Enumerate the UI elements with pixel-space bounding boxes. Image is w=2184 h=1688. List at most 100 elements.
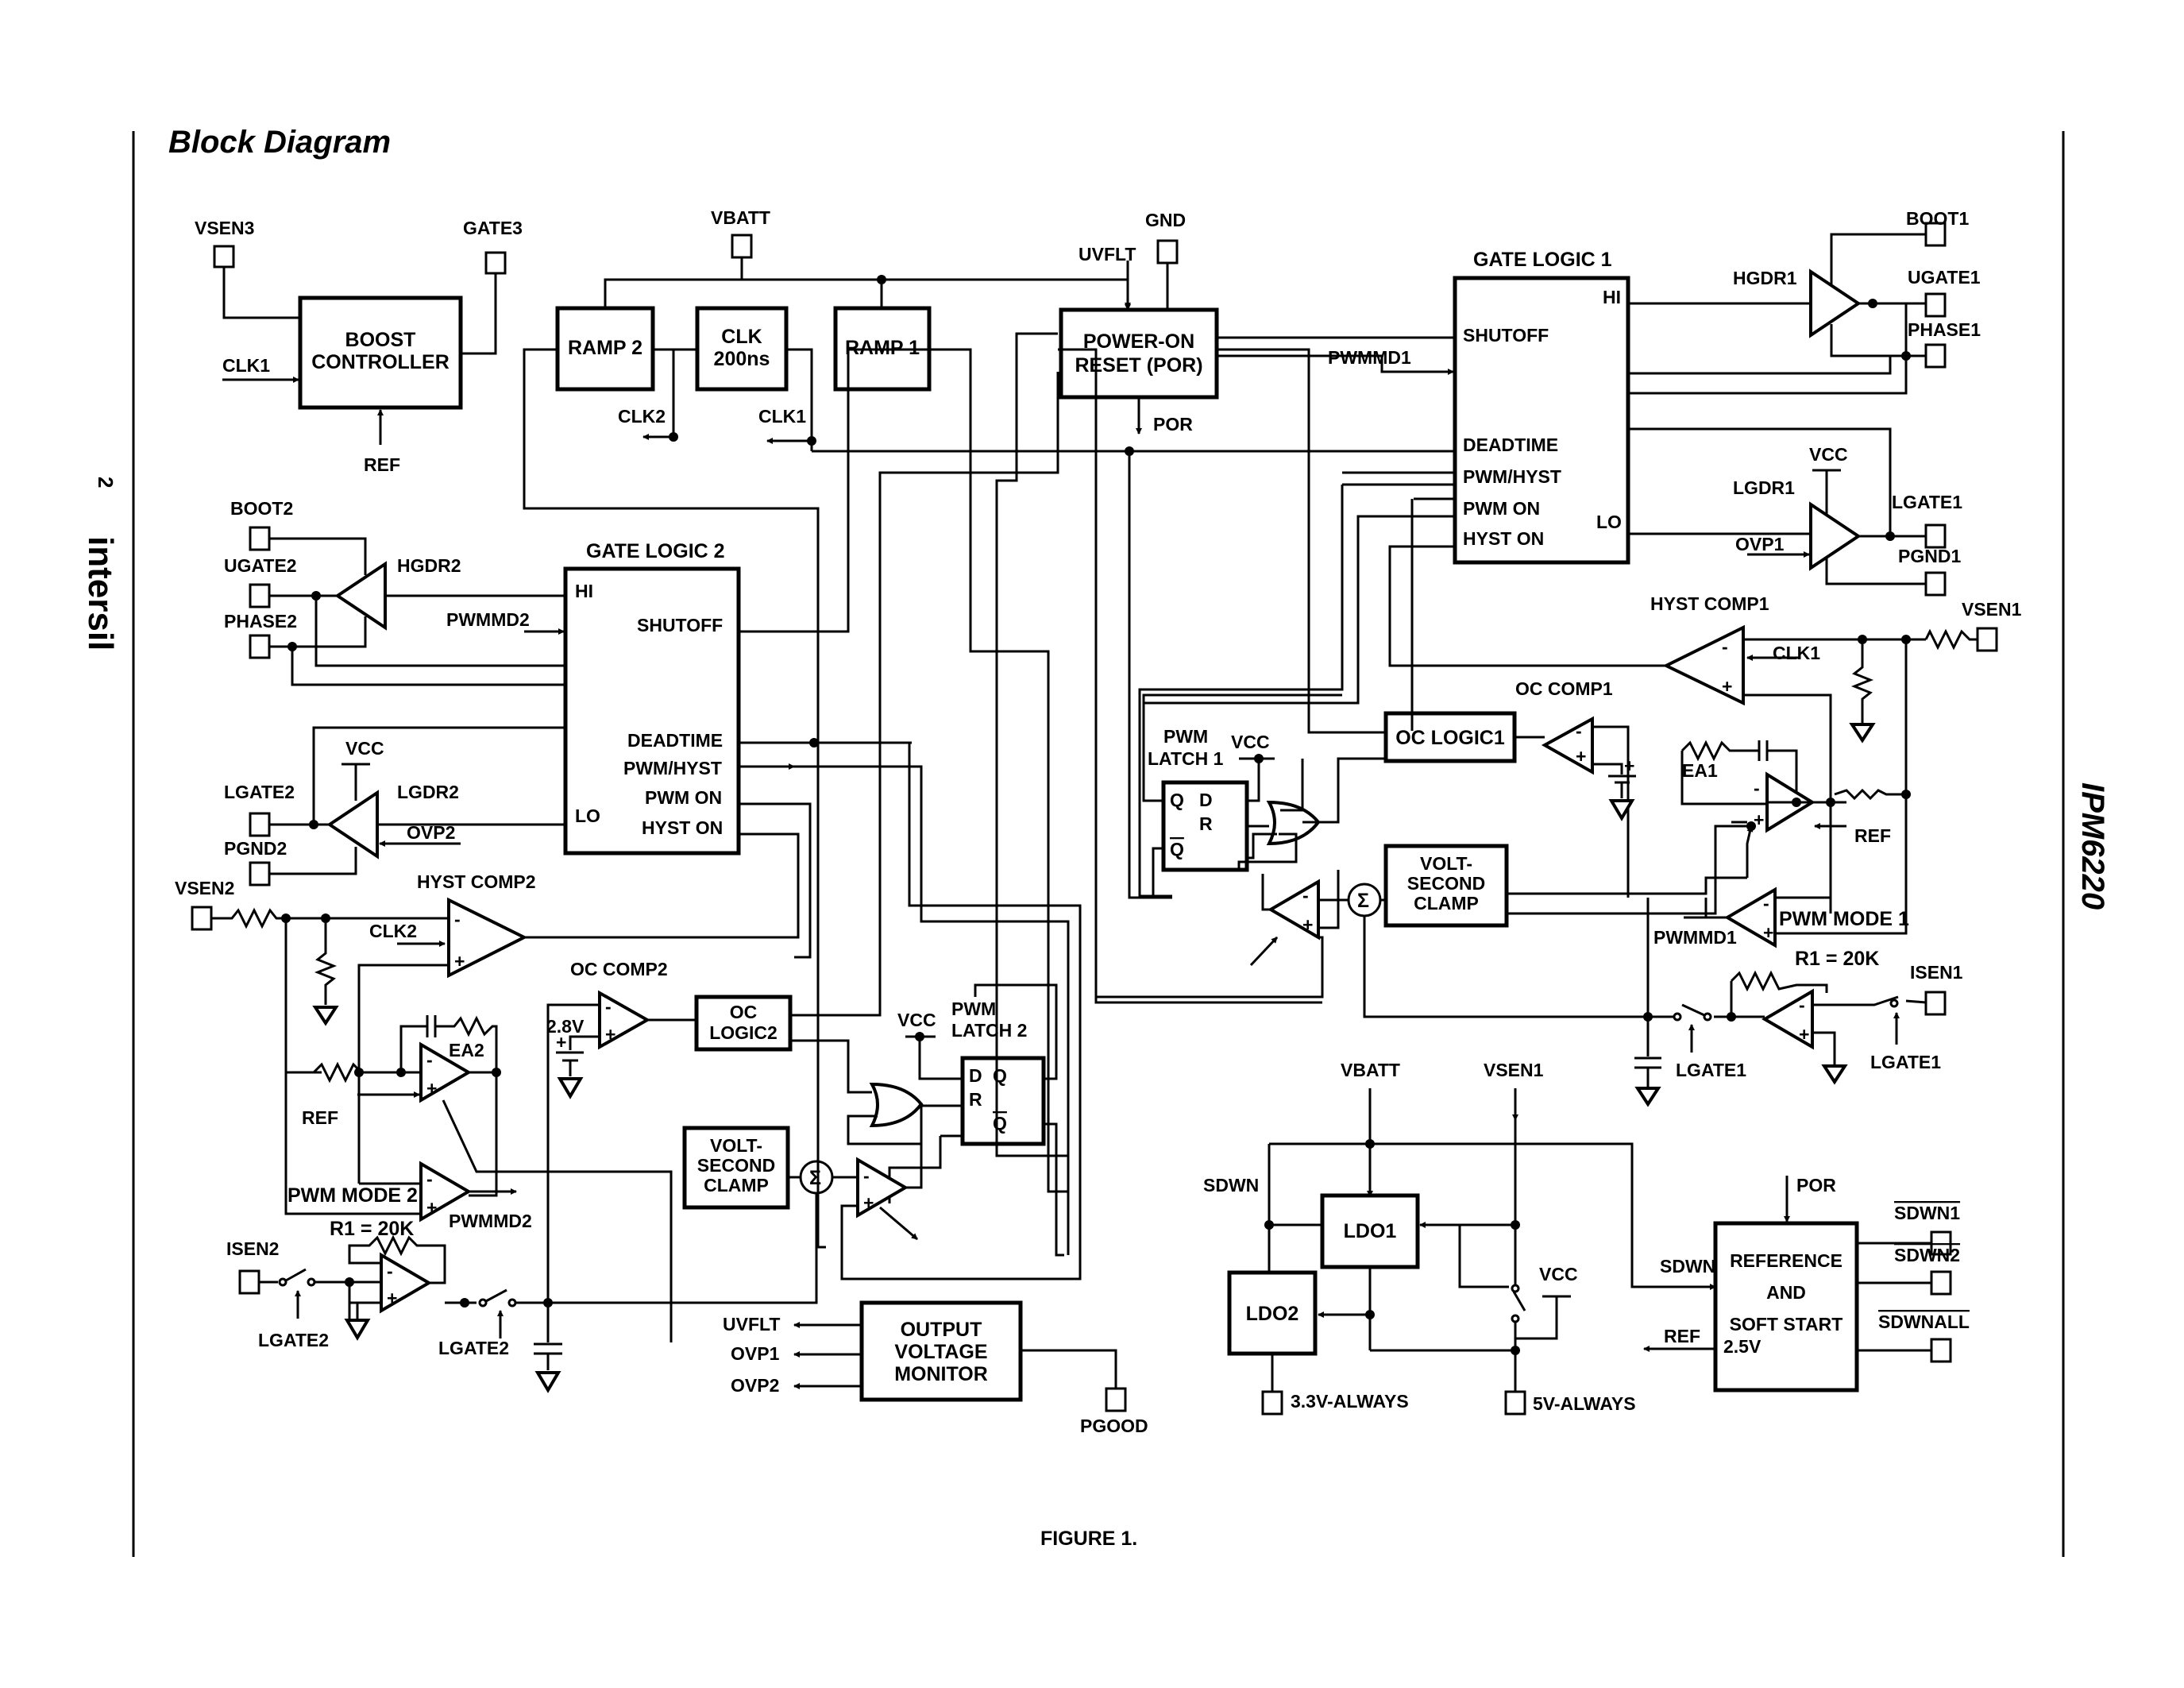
por-label-ref: POR (1796, 1175, 1836, 1196)
reference-soft-start: REFERENCE AND SOFT START 2.5V POR SDWN R… (1643, 1175, 1970, 1393)
sdwn-label-ldo: SDWN (1203, 1175, 1259, 1196)
channel2-control: VSEN2 HYST COMP2 - + CLK2 EA2 - + REF (175, 372, 1082, 1342)
vcc-ldo-label: VCC (1539, 1264, 1578, 1284)
isen1-amp-triangle (1761, 988, 1814, 1050)
phase1-pin (1924, 343, 1947, 369)
vsen2-label: VSEN2 (175, 878, 234, 898)
clk-label-2: 200ns (714, 348, 770, 370)
gl1-lo: LO (1596, 512, 1622, 532)
pwm-latch1-label-2: LATCH 1 (1148, 748, 1224, 769)
ref-label-ea2: REF (302, 1107, 338, 1128)
isen1-section: R1 = 20K - + ISEN1 LGATE1 LGATE1 (1634, 898, 1963, 1107)
clk2-label-hyst: CLK2 (369, 921, 417, 941)
pgnd1-pin (1924, 571, 1947, 597)
ea2-label: EA2 (449, 1040, 484, 1060)
oc-logic1-label: OC LOGIC1 (1395, 727, 1505, 749)
ramp-clock-section: VBATT RAMP 2 CLK 200ns RAMP 1 CLK2 CLK1 … (555, 207, 1219, 446)
boost-label-1: BOOST (345, 329, 416, 351)
clk-box (695, 306, 789, 392)
svg-text:+: + (1799, 1024, 1809, 1045)
vclamp2-2: SECOND (697, 1155, 775, 1176)
boot2-label: BOOT2 (230, 498, 293, 519)
pwm-latch2-label-2: LATCH 2 (951, 1020, 1027, 1041)
vclamp1-3: CLAMP (1414, 893, 1479, 914)
volt-clamp1-box (1383, 844, 1509, 928)
clk2-label-top: CLK2 (618, 406, 666, 427)
latch1-r: R (1199, 813, 1213, 834)
ea1-label: EA1 (1682, 760, 1718, 781)
or-gate-2 (869, 1082, 924, 1128)
sdwn1-label: SDWN1 (1894, 1203, 1960, 1223)
gate-logic-2: GATE LOGIC 2 HI SHUTOFF DEADTIME PWM/HYS… (446, 348, 929, 856)
lgate2-label: LGATE2 (224, 782, 295, 802)
sigma1-label: Σ (1357, 890, 1369, 912)
ugate2-pin (249, 583, 271, 608)
phase2-pin (249, 634, 271, 659)
oc-logic1-box (1383, 711, 1517, 763)
isen1-label: ISEN1 (1910, 962, 1963, 983)
hyst-comp2-triangle (447, 897, 528, 979)
vbatt-label-ldo: VBATT (1341, 1060, 1400, 1080)
boot1-pin (1924, 222, 1947, 247)
svg-text:+: + (605, 1024, 615, 1045)
svg-text:+: + (1624, 755, 1634, 776)
clk1-label-top: CLK1 (758, 406, 806, 427)
gl2-shutoff: SHUTOFF (637, 615, 723, 635)
pwm-latch1-label-1: PWM (1163, 726, 1208, 747)
output-voltage-monitor: OUTPUT VOLTAGE MONITOR UVFLT OVP1 OVP2 P… (723, 1300, 1148, 1436)
pwm-mode2-label: PWM MODE 2 (287, 1184, 418, 1207)
gl1-hi: HI (1603, 287, 1621, 307)
phase1-label: PHASE1 (1908, 319, 1981, 340)
clk1-label-hyst: CLK1 (1773, 643, 1820, 663)
boost-controller-box (298, 295, 463, 410)
hyst-comp1-label: HYST COMP1 (1650, 593, 1769, 614)
pwm-latch1-box (1161, 780, 1249, 872)
vsen3-label: VSEN3 (195, 218, 254, 238)
lgdr1-label: LGDR1 (1733, 477, 1795, 498)
r1-label-1: R1 = 20K (1795, 948, 1879, 970)
gate3-label: GATE3 (463, 218, 523, 238)
vsen3-pin (213, 245, 235, 268)
sdwnall-label: SDWNALL (1878, 1311, 1970, 1332)
boot1-label: BOOT1 (1906, 208, 1969, 229)
gl2-pwmon: PWM ON (645, 787, 722, 808)
svg-text:+: + (426, 1197, 437, 1218)
gate-logic2-title: GATE LOGIC 2 (586, 540, 725, 562)
v25-label: 2.5V (1723, 1336, 1761, 1357)
ovp2-label-om: OVP2 (731, 1375, 779, 1396)
phase2-label: PHASE2 (224, 611, 297, 632)
isen1-pin (1924, 991, 1947, 1016)
ovp1-label: OVP1 (1735, 534, 1785, 554)
por-box (1059, 307, 1219, 400)
boost-controller: VSEN3 GATE3 BOOST CONTROLLER CLK1 REF (195, 218, 523, 475)
lgdr1-driver: VCC LGDR1 OVP1 LGATE1 PGND1 (1628, 427, 1962, 597)
hgdr2-triangle (334, 561, 387, 631)
volt-clamp2-box (682, 1126, 790, 1210)
ramp2-label: RAMP 2 (568, 337, 642, 359)
oc-logic2-1: OC (730, 1002, 758, 1022)
vcc2-label: VCC (345, 738, 384, 759)
pwmmd1-label: PWMMD1 (1653, 927, 1737, 948)
ref-block-2: AND (1766, 1282, 1806, 1303)
svg-text:+: + (454, 951, 465, 971)
figure-caption: FIGURE 1. (1040, 1528, 1137, 1550)
sigma2-label: Σ (809, 1167, 821, 1189)
part-number: IPM6220 (2075, 782, 2110, 910)
gl2-lo: LO (575, 805, 600, 826)
v33-pin (1261, 1390, 1283, 1416)
pwmmd2-label: PWMMD2 (449, 1211, 532, 1231)
gate-logic1-title: GATE LOGIC 1 (1473, 249, 1612, 271)
uvflt-label-om: UVFLT (723, 1314, 780, 1335)
gate-logic2-box (563, 566, 741, 856)
svg-text:+: + (1302, 914, 1313, 935)
vclamp2-1: VOLT- (710, 1135, 762, 1156)
v28-label: 2.8V (546, 1016, 585, 1037)
svg-text:-: - (426, 1168, 433, 1189)
svg-text:-: - (454, 909, 461, 929)
svg-text:-: - (1576, 720, 1582, 741)
svg-text:-: - (863, 1165, 870, 1186)
pwm-mode2-triangle (419, 1161, 472, 1223)
gl1-hyston: HYST ON (1463, 528, 1544, 549)
ugate1-label: UGATE1 (1908, 267, 1981, 288)
latch2-q: Q (993, 1065, 1007, 1086)
